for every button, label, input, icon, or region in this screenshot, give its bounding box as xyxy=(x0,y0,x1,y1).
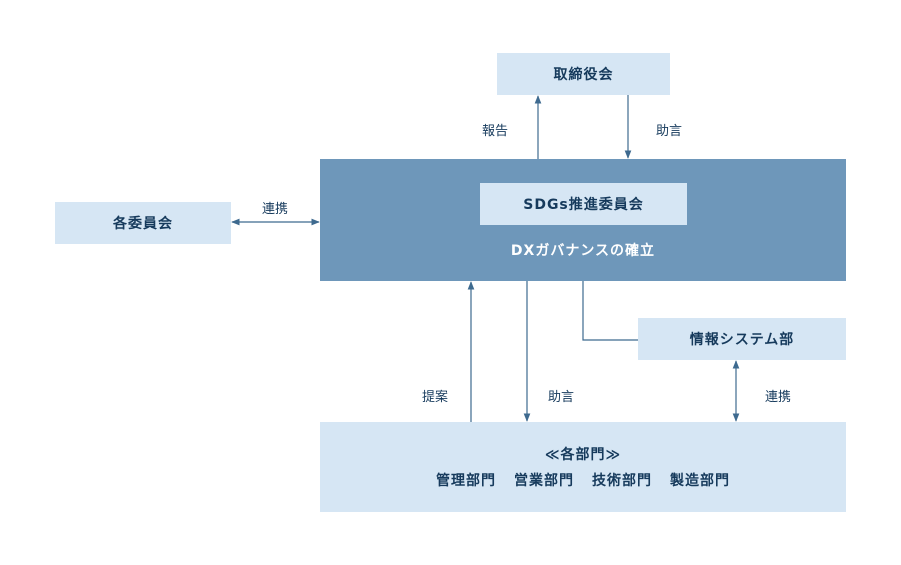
department-item: 技術部門 xyxy=(592,473,652,489)
departments-node: ≪各部門≫ 管理部門 営業部門 技術部門 製造部門 xyxy=(320,422,846,512)
board-node: 取締役会 xyxy=(497,53,670,95)
departments-heading: ≪各部門≫ xyxy=(544,447,622,463)
it-dept-connector xyxy=(582,281,638,341)
it-dept-label: 情報システム部 xyxy=(689,332,795,348)
link-right-label: 連携 xyxy=(765,390,792,405)
committees-label: 各委員会 xyxy=(113,216,173,232)
advice-top-label: 助言 xyxy=(656,124,683,139)
proposal-label: 提案 xyxy=(422,390,449,405)
department-item: 営業部門 xyxy=(514,473,574,489)
department-item: 管理部門 xyxy=(436,473,496,489)
department-item: 製造部門 xyxy=(670,473,730,489)
board-label: 取締役会 xyxy=(553,67,614,83)
sdgs-committee-label: SDGs推進委員会 xyxy=(523,197,644,213)
dx-governance-label: DXガバナンスの確立 xyxy=(510,243,656,259)
report-label: 報告 xyxy=(482,124,509,139)
link-left-label: 連携 xyxy=(262,202,289,217)
committees-node: 各委員会 xyxy=(55,202,231,244)
sdgs-committee-node: SDGs推進委員会 xyxy=(480,183,687,225)
departments-list: 管理部門 営業部門 技術部門 製造部門 xyxy=(436,470,730,490)
advice-bottom-label: 助言 xyxy=(548,390,575,405)
it-dept-node: 情報システム部 xyxy=(638,318,846,360)
